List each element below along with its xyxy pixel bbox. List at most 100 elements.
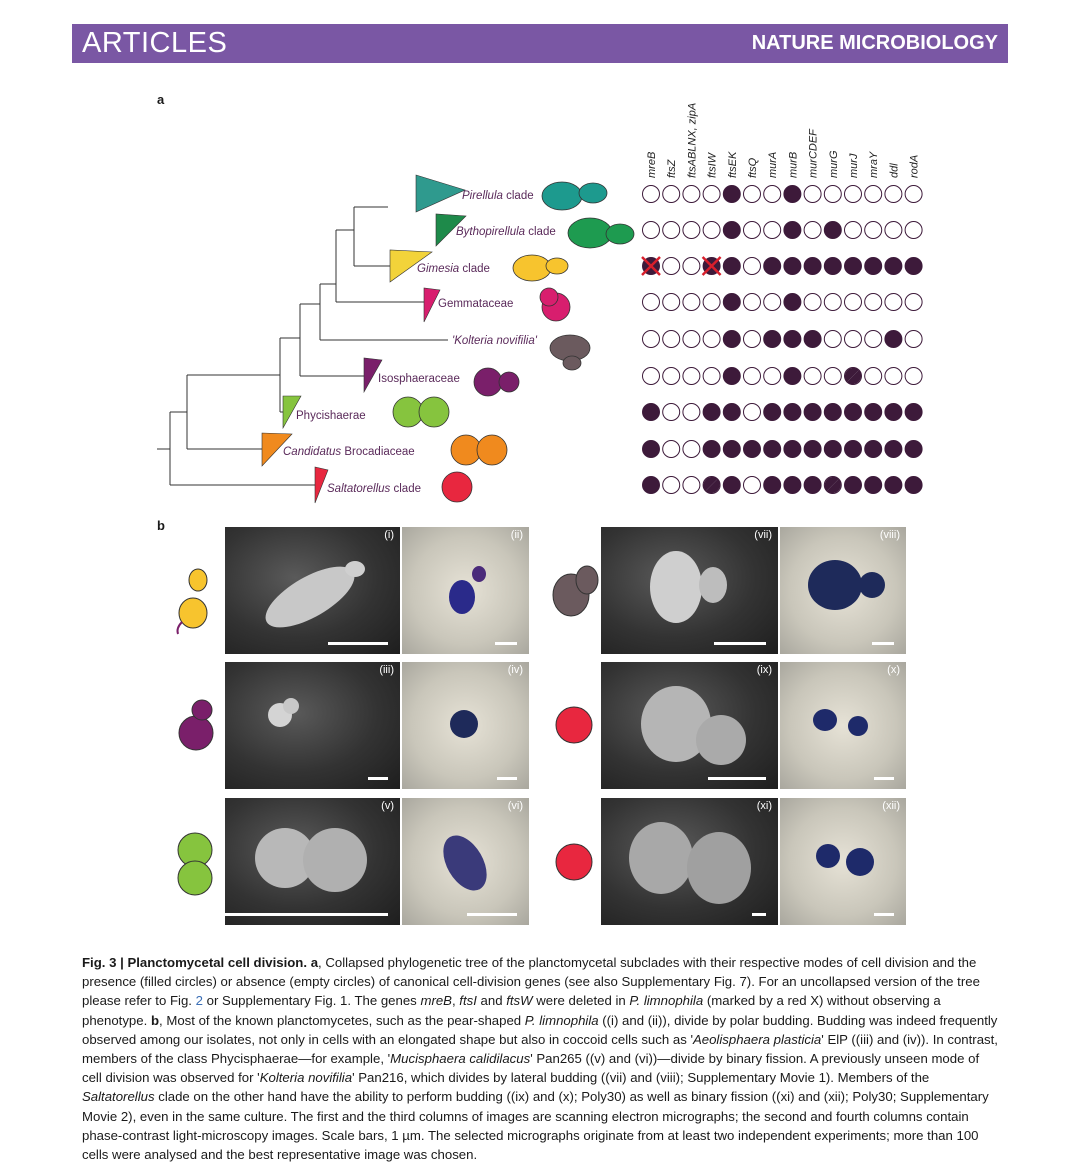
gene-absent [743,476,761,494]
sem-cell [255,828,315,888]
species-name: P. limnophila [524,1012,599,1028]
gene-present [864,440,883,458]
fig2-link[interactable]: 2 [195,993,203,1009]
gene-present [763,403,782,421]
gene-absent [763,185,782,203]
clade-label: Gimesia clade [417,263,490,275]
gene-present [823,403,842,421]
gene-absent [904,293,923,311]
gene-present [864,257,883,275]
phase-cell [846,848,874,876]
scale-bar [467,913,517,916]
gene-partial-fill [847,370,862,385]
gene-absent [904,221,923,239]
clade-label: 'Kolteria novifilia' [452,335,538,347]
caption-text: and [476,993,507,1009]
gene-absent [702,293,721,311]
gene-present [642,476,660,494]
green-fission-a [392,396,424,428]
clade-label-rest: clade [503,190,534,202]
journal-header-bar: ARTICLES NATURE MICROBIOLOGY [72,24,1008,63]
scale-bar [497,777,517,780]
purple-bud [498,371,520,393]
gene-partial-fill [705,479,720,494]
micrograph-cells [650,551,727,623]
gene-absent [662,403,681,421]
gene-absent [682,293,701,311]
clade-label-rest: clade [390,483,421,495]
gene-present [702,403,721,421]
panel-b-cartoons-right [552,565,599,881]
gene-present [884,440,903,458]
panel-b-cartoons-left [176,568,214,896]
red-x-mark [641,256,661,276]
clade-label-italic: Pirellula [462,190,503,202]
green-fission-cell [177,832,213,896]
clade-label-rest: clade [459,263,490,275]
phase-cell [443,835,487,891]
gene-absent [823,293,842,311]
gene-absent [743,403,761,421]
micrograph-xii: (xii) [780,798,906,925]
clade-triangle [261,432,293,467]
panel-a-label: a [157,92,165,107]
scale-bar [874,913,894,916]
gene-present [803,476,822,494]
gene-header: ftsQ [747,157,759,178]
brown-bud [562,355,582,371]
gene-absent [702,221,721,239]
gene-present [763,476,782,494]
gene-absent [682,330,701,348]
gene-absent [803,185,822,203]
gene-header: mraY [868,151,880,178]
sem-cell [345,561,365,577]
gene-absent [682,221,701,239]
caption-text: were deleted in [532,993,630,1009]
micrograph-label: (x) [887,664,900,676]
gene-header: murCDEF [808,128,820,178]
caption-text: ((i) and (ii)), divide by polar budding.… [82,1012,998,1047]
green-cell [567,217,613,249]
phase-cell [808,560,862,610]
journal-name: NATURE MICROBIOLOGY [751,32,998,54]
gene-present [783,476,802,494]
gene-absent [864,293,883,311]
gene-header: ddl [888,163,900,178]
caption-b-label: b [150,1012,159,1028]
gene-present [884,476,903,494]
micrograph-cells [816,844,874,876]
gene-absent [662,330,681,348]
phase-cell [859,572,885,598]
teal-bud [578,182,608,204]
red-sphere-cell-2 [555,843,593,881]
gene-present [844,403,862,421]
gene-absent [662,367,681,385]
gene-header: ftsABLNX, zipA [686,103,698,178]
gene-absent [823,330,842,348]
micrograph-label: (xii) [882,800,900,812]
gene-matrix [641,185,923,494]
clade-label: Saltatorellus clade [327,483,421,495]
purple-cell [473,367,503,397]
caption-text: , [451,993,460,1009]
scale-bar [714,642,766,645]
caption-text: ' Pan265 ((v) and (vi))—divide by binary… [82,1051,980,1086]
micrograph-cells [450,710,478,738]
gene-absent [682,440,701,458]
sem-cell [265,566,355,628]
gene-present [844,257,862,275]
gene-present [743,440,761,458]
section-title: ARTICLES [82,27,228,59]
sem-cell [641,686,711,762]
micrograph-ii: (ii) [402,527,529,654]
micrograph-xi: (xi) [601,798,778,925]
micrograph-cells [808,560,885,610]
clade-label-italic: Saltatorellus [327,483,391,495]
gene-present [783,293,802,311]
gene-absent [642,367,660,385]
clade-label-italic: Bythopirellula [456,226,525,238]
sem-cell [629,822,693,894]
clade-label: Phycishaerae [296,410,366,422]
gene-absent [682,476,701,494]
